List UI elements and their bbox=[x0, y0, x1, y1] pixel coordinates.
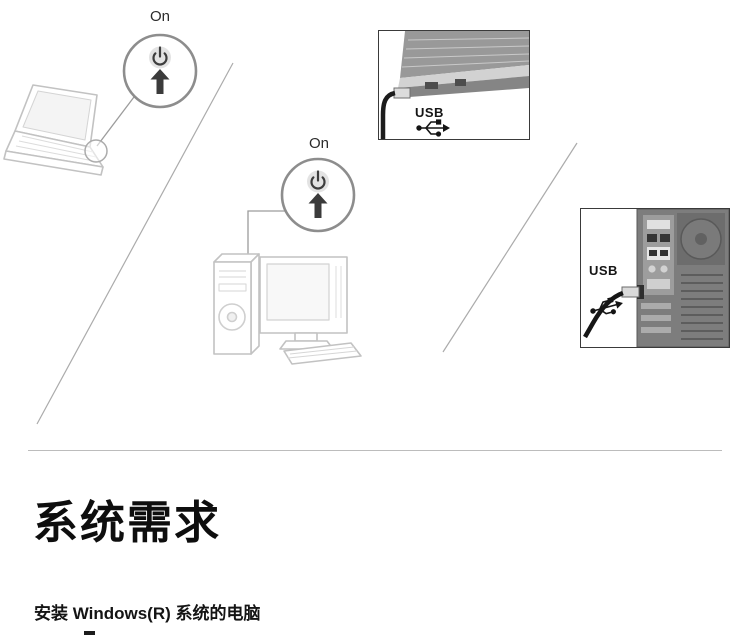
section-subtitle: 安装 Windows(R) 系统的电脑 bbox=[34, 604, 261, 623]
power-icon bbox=[149, 46, 171, 69]
arrow-up-icon bbox=[308, 193, 328, 218]
laptop-power-highlight bbox=[84, 139, 108, 163]
usb-icon bbox=[416, 119, 450, 137]
section-divider bbox=[28, 450, 722, 451]
laptop-usb-port-label: USB bbox=[415, 105, 444, 120]
usb-icon bbox=[590, 296, 623, 315]
laptop-illustration bbox=[3, 84, 104, 176]
tower-usb-photo: USB bbox=[580, 208, 730, 348]
tower-usb-photo-art bbox=[583, 209, 729, 347]
laptop-power-callout bbox=[122, 33, 198, 109]
page-crop-mark bbox=[84, 631, 95, 635]
diagonal-divider-right bbox=[442, 142, 578, 353]
desktop-illustration bbox=[213, 253, 362, 365]
section-title: 系统需求 bbox=[33, 497, 222, 548]
tower-usb-port-label: USB bbox=[589, 263, 618, 278]
laptop-callout-connector bbox=[96, 96, 135, 147]
arrow-up-icon bbox=[150, 69, 170, 94]
desktop-power-on-label: On bbox=[308, 135, 329, 152]
laptop-usb-photo-art bbox=[380, 31, 529, 139]
desktop-power-callout bbox=[280, 157, 356, 233]
laptop-usb-photo: USB bbox=[378, 30, 530, 140]
laptop-power-on-label: On bbox=[149, 8, 170, 25]
desktop-callout-connector bbox=[247, 210, 286, 257]
diagonal-divider-left bbox=[36, 62, 234, 425]
power-icon bbox=[307, 170, 329, 193]
